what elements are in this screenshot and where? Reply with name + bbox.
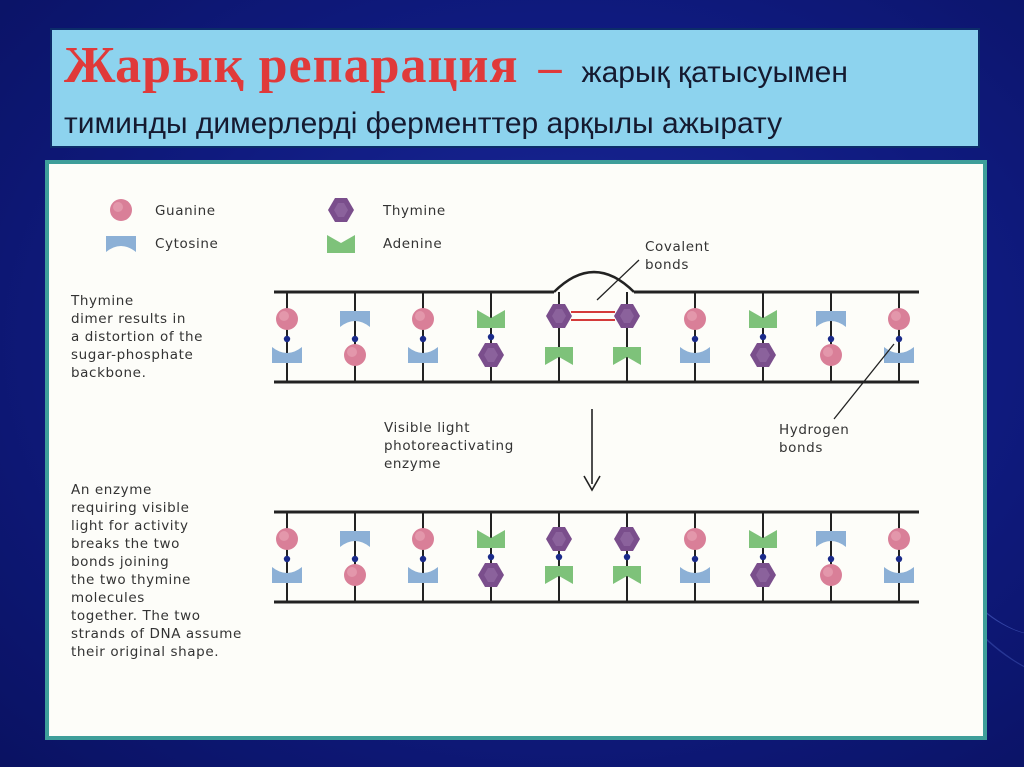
hydrogen-bond-dot [352,336,358,342]
enzyme-label-2: requiring visible [71,500,190,516]
hydrogen-bond-dot [556,554,562,560]
thymine-base [478,343,504,367]
legend-thymine-label: Thymine [382,203,446,219]
hydrogen-bond-dot [352,556,358,562]
light-label-3: enzyme [384,456,441,472]
guanine-base [276,308,298,330]
guanine-base [276,528,298,550]
covalent-bonds-label-2: bonds [645,257,689,273]
covalent-bonds-label-1: Covalent [645,239,710,255]
hydrogen-bond-dot [420,336,426,342]
light-label-1: Visible light [384,420,470,436]
hydrogen-bonds-label-2: bonds [779,440,823,456]
guanine-base [820,564,842,586]
hydrogen-bond-dot [896,336,902,342]
guanine-base [412,308,434,330]
hydrogen-bond-dot [488,554,494,560]
legend-guanine-label: Guanine [155,203,216,219]
guanine-base [684,528,706,550]
hydrogen-bond-dot [488,334,494,340]
hydrogen-bond-dot [760,334,766,340]
enzyme-label-4: breaks the two [71,536,180,552]
dimer-label-4: sugar-phosphate [71,347,193,363]
enzyme-label-5: bonds joining [71,554,169,570]
enzyme-label-1: An enzyme [71,482,152,498]
enzyme-label-9: strands of DNA assume [71,626,242,642]
guanine-base [344,344,366,366]
hydrogen-bond-dot [760,554,766,560]
hydrogen-bond-dot [692,556,698,562]
diagram-panel: Guanine Cytosine Thymine Adenine Covalen… [49,164,983,736]
hydrogen-bond-dot [692,336,698,342]
guanine-base [684,308,706,330]
thymine-base [614,304,640,328]
dna-damaged [272,272,919,382]
legend-adenine-label: Adenine [383,236,442,252]
backbone-gap [554,289,634,295]
legend-cytosine-symbol [106,236,136,252]
guanine-base [412,528,434,550]
hydrogen-bond-dot [420,556,426,562]
title-line-1: Жарық репарация–жарық қатысуымен [64,38,966,106]
enzyme-label-10: their original shape. [71,644,219,660]
enzyme-label-7: molecules [71,590,145,606]
diagram-frame: Guanine Cytosine Thymine Adenine Covalen… [45,160,987,740]
light-label-2: photoreactivating [384,438,514,454]
dimer-label-5: backbone. [71,365,146,381]
legend: Guanine Cytosine Thymine Adenine [106,198,446,253]
legend-adenine-symbol [327,235,355,253]
guanine-base [820,344,842,366]
hydrogen-bond-dot [624,554,630,560]
thymine-base [614,527,640,551]
thymine-base [546,527,572,551]
guanine-base [888,308,910,330]
hydrogen-bond-dot [896,556,902,562]
hydrogen-bonds-label-1: Hydrogen [779,422,849,438]
title-main: Жарық репарация [64,37,519,94]
legend-cytosine-label: Cytosine [155,236,218,252]
dna-repaired [272,512,919,602]
title-subtitle-part-1: жарық қатысуымен [582,56,848,89]
dimer-label-3: a distortion of the [71,329,203,345]
title-subtitle-part-2: тиминды димерлерді ферменттер арқылы ажы… [64,106,966,142]
enzyme-label-6: the two thymine [71,572,191,588]
thymine-base [546,304,572,328]
hydrogen-bond-dot [284,556,290,562]
title-box: Жарық репарация–жарық қатысуымен тиминды… [50,28,980,148]
enzyme-label-8: together. The two [71,608,201,624]
dimer-label-2: dimer results in [71,311,186,327]
hydrogen-bond-dot [828,336,834,342]
thymine-base [750,343,776,367]
thymine-base [478,563,504,587]
guanine-base [344,564,366,586]
hydrogen-bond-dot [828,556,834,562]
legend-thymine-symbol [328,198,354,222]
hydrogen-bond-dot [284,336,290,342]
thymine-base [750,563,776,587]
title-dash: – [539,41,562,92]
dimer-label-1: Thymine [70,293,134,309]
legend-guanine-symbol [110,199,132,221]
enzyme-label-3: light for activity [71,518,189,534]
dna-repair-diagram: Guanine Cytosine Thymine Adenine Covalen… [49,164,983,736]
guanine-base [888,528,910,550]
